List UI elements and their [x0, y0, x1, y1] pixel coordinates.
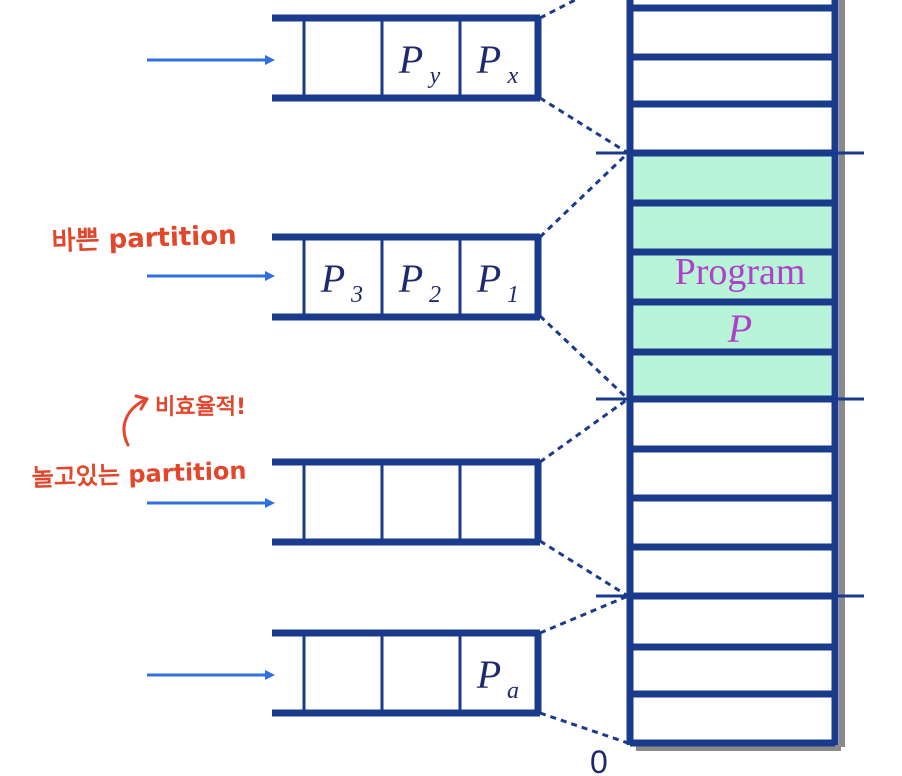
connector-top-lower — [539, 96, 629, 155]
process-subscript: a — [507, 678, 519, 704]
program-block — [634, 155, 831, 201]
memory-bottom-label: 0 — [590, 744, 608, 776]
annotation-curved-arrow — [122, 398, 147, 447]
connector-idle-upper — [539, 397, 629, 464]
connector-top-upper — [539, 0, 576, 20]
connector-busy-upper — [538, 151, 630, 239]
queue-partition-connectors — [538, 0, 630, 745]
connector-bottom-upper — [539, 594, 629, 635]
process-subscript: x — [507, 63, 519, 89]
program-label-p: P — [727, 306, 752, 351]
program-block — [634, 205, 831, 250]
process-subscript: 2 — [429, 282, 441, 308]
program-block — [634, 354, 831, 397]
queue-idle — [272, 458, 542, 546]
process-subscript: 1 — [507, 282, 519, 308]
connector-bottom-lower — [539, 711, 629, 745]
annotation-arrow-tip — [134, 394, 149, 411]
process-label: P — [398, 256, 423, 301]
connector-idle-lower — [539, 539, 629, 598]
program-block — [634, 254, 831, 300]
memory-shadow-bottom — [636, 745, 841, 751]
memory-column — [626, 0, 845, 751]
idle-partition-note: 놀고있는 partition — [31, 457, 247, 492]
process-subscript: 3 — [350, 282, 363, 308]
process-label: P — [476, 256, 501, 301]
inefficient-note: 비효율적! — [155, 395, 246, 420]
process-label: P — [320, 256, 345, 301]
process-subscript: y — [428, 63, 441, 89]
process-label: P — [476, 37, 501, 82]
program-label: Program — [675, 251, 806, 293]
process-label: P — [398, 37, 423, 82]
busy-partition-note: 바쁜 partition — [51, 221, 237, 257]
program-block — [634, 304, 831, 350]
memory-shadow-right — [839, 0, 845, 747]
process-label: P — [476, 652, 501, 697]
input-arrows — [147, 55, 275, 680]
connector-busy-lower — [538, 314, 630, 401]
